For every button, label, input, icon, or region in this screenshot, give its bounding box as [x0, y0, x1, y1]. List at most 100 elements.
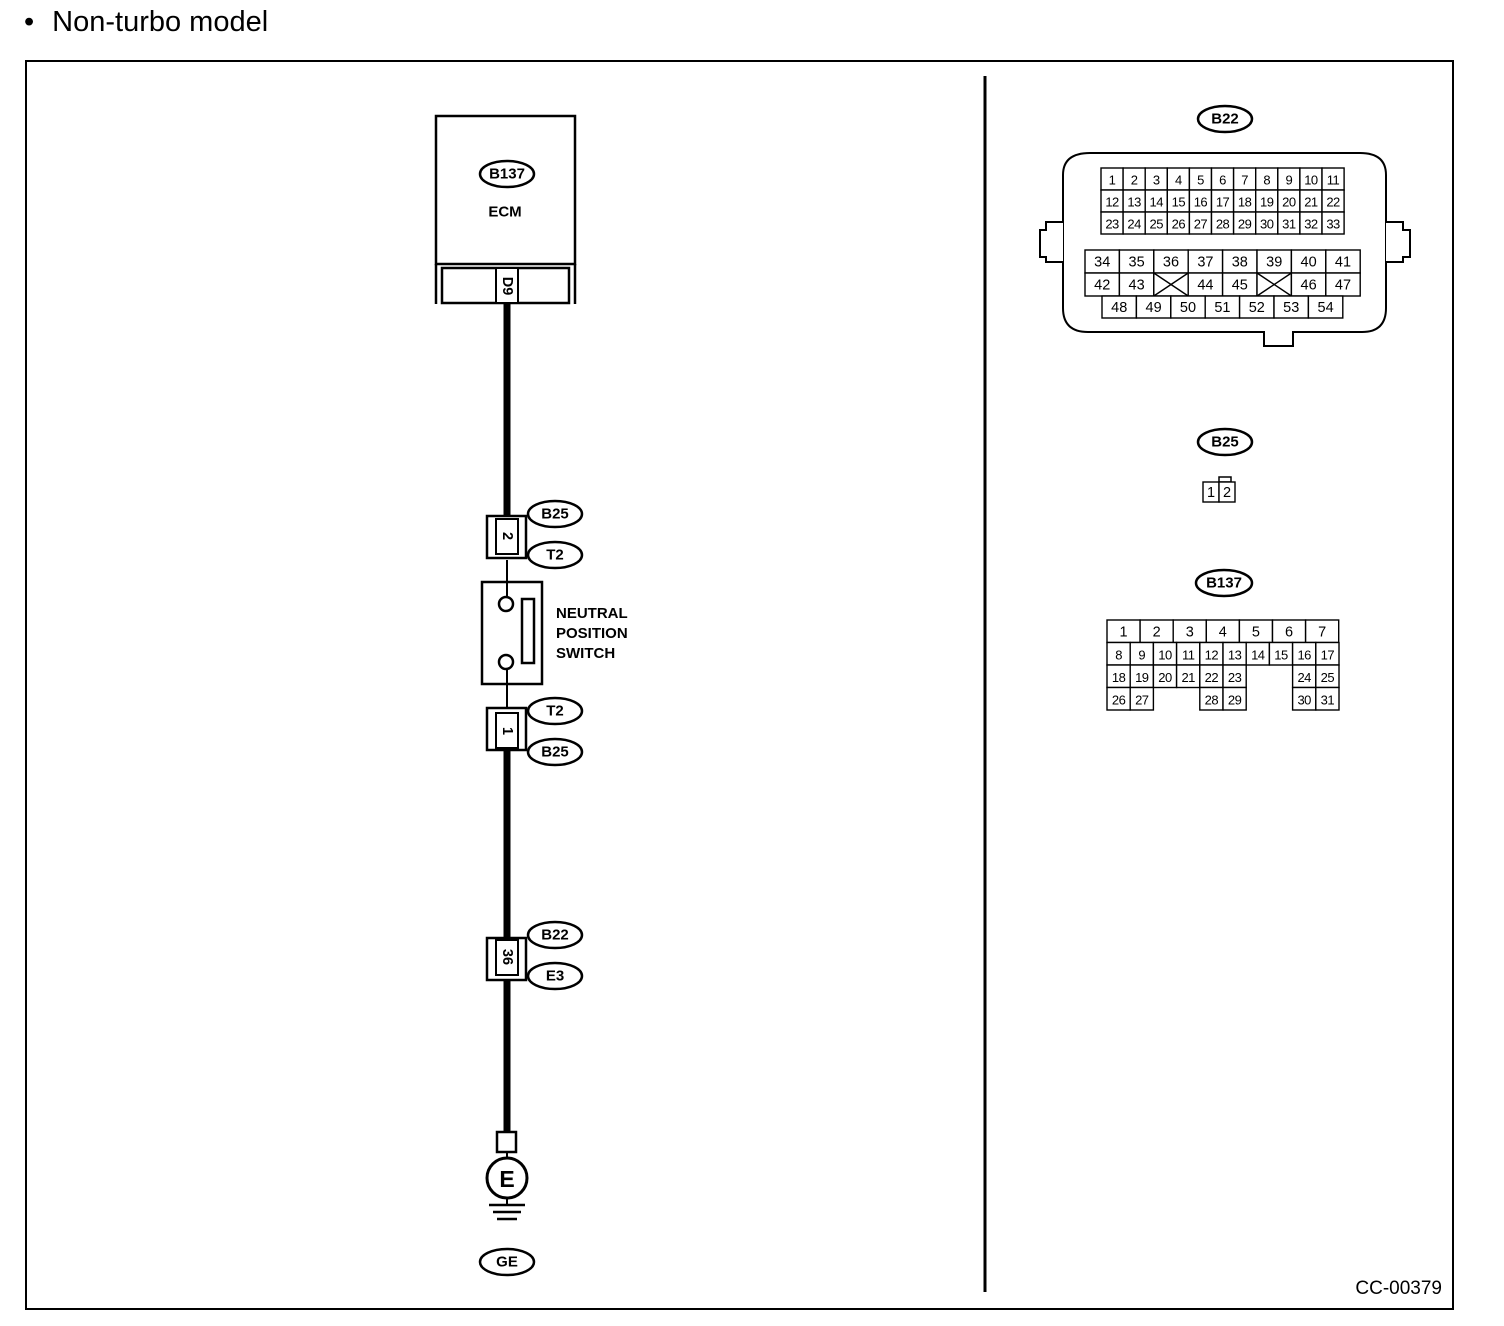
neutral-position-switch: NEUTRAL POSITION SWITCH — [480, 580, 628, 686]
b22-pin-label: 17 — [1216, 195, 1230, 210]
b22-pin-label: 37 — [1197, 255, 1213, 271]
b22-pin: 1 — [1100, 167, 1124, 191]
connector-b22-label: B22 — [1211, 111, 1239, 128]
heading-bullet: • — [24, 6, 35, 38]
b137-pin: 14 — [1245, 641, 1271, 666]
switch-label-line3: SWITCH — [556, 645, 615, 662]
b22-pin-label: 31 — [1282, 217, 1296, 232]
junction-connector-a: B22 — [541, 927, 569, 944]
b22-pin-label: 33 — [1326, 217, 1340, 232]
ground-letter: E — [499, 1166, 514, 1192]
b22-pin: 39 — [1256, 249, 1293, 274]
connector-b25-label: B25 — [1211, 434, 1239, 451]
connector-b137-label: B137 — [1206, 575, 1242, 592]
b22-pin-label: 29 — [1238, 217, 1252, 232]
switch-lower-pin: 1 — [499, 727, 515, 735]
b22-pin-label: 15 — [1172, 195, 1186, 210]
b22-pin-label: 16 — [1194, 195, 1208, 210]
diagram-frame — [25, 60, 1454, 1310]
heading-text: Non-turbo model — [52, 6, 269, 38]
b22-pin-label: 50 — [1180, 300, 1196, 316]
b137-pin-label: 1 — [1120, 624, 1128, 640]
connector-b25-key — [1218, 476, 1232, 483]
b22-pin: 16 — [1188, 189, 1213, 213]
b22-pin-label: 43 — [1129, 278, 1145, 294]
b137-pin: 4 — [1205, 619, 1241, 644]
b137-pin: 21 — [1175, 664, 1201, 689]
b137-pin-label: 25 — [1321, 670, 1335, 685]
b137-pin: 31 — [1315, 686, 1340, 711]
b22-pin-label: 9 — [1285, 173, 1292, 188]
b137-pin: 9 — [1129, 641, 1155, 666]
b137-pin: 18 — [1106, 664, 1131, 689]
ecm-unit: D9 B137 ECM — [434, 114, 577, 305]
b22-pin-label: 1 — [1109, 173, 1116, 188]
b22-pin-label: 26 — [1172, 217, 1186, 232]
b22-pin: 14 — [1144, 189, 1168, 213]
b22-pin-label: 52 — [1249, 300, 1265, 316]
b22-pin-label: 18 — [1238, 195, 1252, 210]
b22-pin-label: 38 — [1232, 255, 1248, 271]
b137-pin-label: 15 — [1274, 647, 1288, 662]
b22-pin-label: 3 — [1153, 173, 1160, 188]
b22-unused-cavity — [1153, 272, 1189, 297]
switch-lower-connector-b: B25 — [541, 744, 569, 761]
b22-pin: 24 — [1122, 211, 1146, 235]
b25-pin: 1 — [1202, 481, 1220, 503]
b22-pin: 15 — [1166, 189, 1191, 213]
ecm-connector-oval — [478, 159, 536, 189]
b22-pin: 13 — [1122, 189, 1146, 213]
b22-pin: 18 — [1232, 189, 1257, 213]
b137-pin: 8 — [1106, 641, 1131, 666]
b137-pin-label: 18 — [1112, 670, 1126, 685]
b22-pin-label: 36 — [1163, 255, 1179, 271]
switch-upper-pin: 2 — [499, 532, 515, 540]
b137-pin: 7 — [1304, 619, 1340, 644]
b22-pin: 23 — [1100, 211, 1124, 235]
b22-pin-label: 45 — [1232, 278, 1248, 294]
b22-pin-label: 25 — [1150, 217, 1164, 232]
b137-pin: 20 — [1152, 664, 1178, 689]
b137-pin: 28 — [1199, 686, 1224, 711]
b22-pin-label: 39 — [1266, 255, 1282, 271]
b22-pin-label: 2 — [1131, 173, 1138, 188]
b22-pin-label: 19 — [1260, 195, 1274, 210]
b22-pin: 44 — [1187, 272, 1224, 297]
b22-pin-label: 32 — [1304, 217, 1318, 232]
b22-pin-label: 12 — [1105, 195, 1119, 210]
b137-pin: 12 — [1199, 641, 1224, 666]
b137-pin-label: 28 — [1205, 692, 1219, 707]
b22-pin: 52 — [1238, 295, 1275, 319]
figure-code: CC-00379 — [1355, 1278, 1442, 1299]
b137-pin-label: 30 — [1297, 692, 1311, 707]
b137-pin-label: 7 — [1318, 624, 1326, 640]
b137-pin-label: 19 — [1135, 670, 1149, 685]
b22-pin-label: 27 — [1194, 217, 1208, 232]
switch-upper-connector-a: B25 — [541, 506, 569, 523]
b22-pin-label: 49 — [1146, 300, 1162, 316]
b22-pin: 17 — [1210, 189, 1235, 213]
ground-symbol: E GE — [478, 1130, 536, 1277]
b22-pin: 12 — [1100, 189, 1124, 213]
switch-lower-connector-a: T2 — [546, 703, 564, 720]
b22-pin: 32 — [1299, 211, 1323, 235]
b137-pin: 25 — [1315, 664, 1340, 689]
b22-pin: 10 — [1299, 167, 1323, 191]
b22-pin-label: 4 — [1175, 173, 1182, 188]
ecm-label: ECM — [488, 204, 521, 221]
b25-pin: 2 — [1218, 481, 1236, 503]
b137-pin-label: 13 — [1228, 647, 1242, 662]
b137-pin-label: 14 — [1251, 647, 1265, 662]
b137-pin: 16 — [1291, 641, 1317, 666]
b22-pin-label: 7 — [1241, 173, 1248, 188]
b22-pin-label: 40 — [1301, 255, 1317, 271]
b137-pin: 29 — [1222, 686, 1247, 711]
b137-pin: 2 — [1139, 619, 1174, 644]
switch-label-line2: POSITION — [556, 625, 628, 642]
b22-pin-label: 48 — [1111, 300, 1127, 316]
b22-pin-label: 44 — [1197, 278, 1213, 294]
page-heading: • Non-turbo model — [24, 6, 268, 39]
b22-pin: 53 — [1273, 295, 1310, 319]
b137-pin-label: 22 — [1205, 670, 1219, 685]
b22-pin: 54 — [1307, 295, 1344, 319]
